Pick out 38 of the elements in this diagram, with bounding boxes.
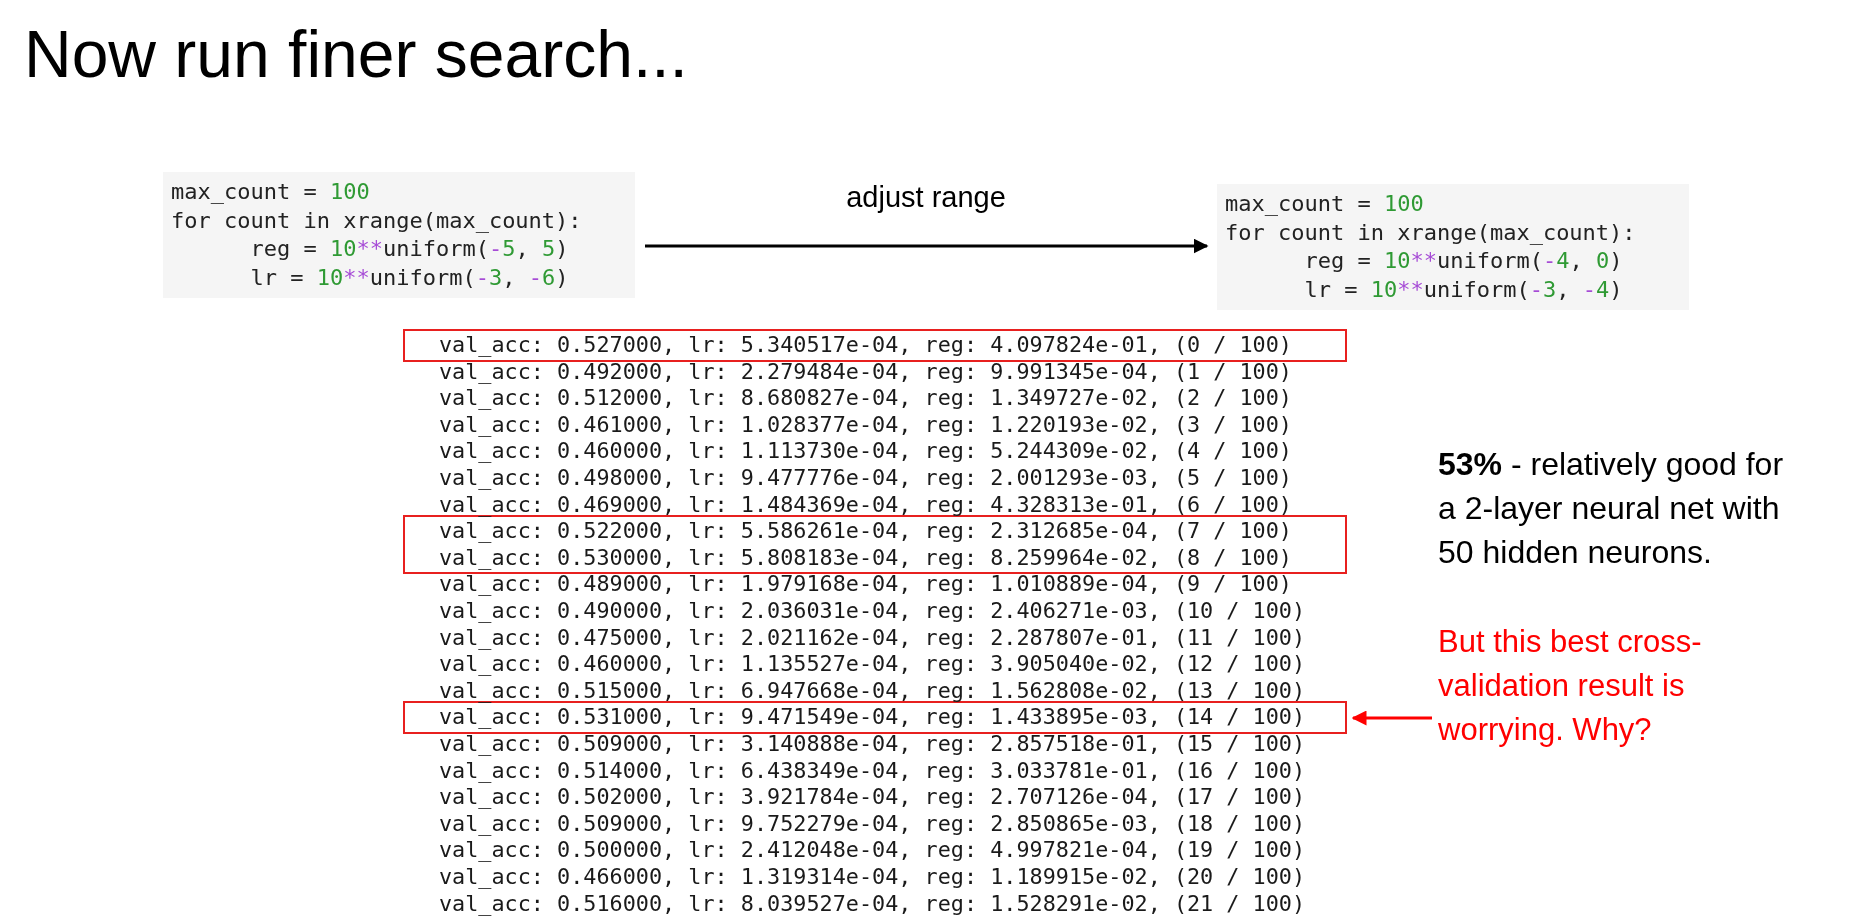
log-line: val_acc: 0.500000, lr: 2.412048e-04, reg: 4.997821e-04, (19 / 100) [439, 837, 1306, 864]
log-line: val_acc: 0.522000, lr: 5.586261e-04, reg: 2.312685e-04, (7 / 100) [439, 518, 1293, 545]
log-line: val_acc: 0.502000, lr: 3.921784e-04, reg: 2.707126e-04, (17 / 100) [439, 784, 1306, 811]
log-line: val_acc: 0.530000, lr: 5.808183e-04, reg: 8.259964e-02, (8 / 100) [439, 544, 1293, 572]
log-line: val_acc: 0.492000, lr: 2.279484e-04, reg: 9.991345e-04, (1 / 100) [439, 358, 1292, 386]
log-line: val_acc: 0.514000, lr: 6.438349e-04, reg: 3.033781e-01, (16 / 100) [439, 757, 1306, 785]
code-line: max_count = 100 [171, 178, 370, 206]
log-line: val_acc: 0.527000, lr: 5.340517e-04, reg: 4.097824e-01, (0 / 100) [439, 332, 1293, 359]
code-line: reg = 10**uniform(-5, 5) [249, 235, 569, 263]
log-line: val_acc: 0.466000, lr: 1.319314e-04, reg: 1.189915e-02, (20 / 100) [439, 864, 1306, 891]
slide-title: Now run finer search... [24, 16, 688, 93]
log-line: val_acc: 0.489000, lr: 1.979168e-04, reg: 1.010889e-04, (9 / 100) [439, 571, 1292, 598]
log-line: val_acc: 0.531000, lr: 9.471549e-04, reg: 1.433895e-03, (14 / 100) [439, 704, 1307, 731]
log-line: val_acc: 0.516000, lr: 8.039527e-04, reg: 1.528291e-02, (21 / 100) [439, 890, 1306, 918]
annotation-text: But this best cross-validation result is worrying. Why? [1438, 620, 1798, 752]
code-line: reg = 10**uniform(-4, 0) [1303, 247, 1623, 275]
log-line: val_acc: 0.490000, lr: 2.036031e-04, reg: 2.406271e-03, (10 / 100) [439, 598, 1306, 625]
log-line: val_acc: 0.512000, lr: 8.680827e-04, reg: 1.349727e-02, (2 / 100) [439, 385, 1292, 412]
log-line: val_acc: 0.469000, lr: 1.484369e-04, reg: 4.328313e-01, (6 / 100) [439, 491, 1292, 519]
code-line: for count in xrange(max_count): [1225, 218, 1636, 247]
code-line: for count in xrange(max_count): [171, 206, 582, 235]
log-line: val_acc: 0.515000, lr: 6.947668e-04, reg: 1.562808e-02, (13 / 100) [439, 677, 1306, 705]
log-line: val_acc: 0.461000, lr: 1.028377e-04, reg: 1.220193e-02, (3 / 100) [439, 411, 1292, 439]
log-line: val_acc: 0.509000, lr: 3.140888e-04, reg: 2.857518e-01, (15 / 100) [439, 731, 1306, 758]
log-line: val_acc: 0.498000, lr: 9.477776e-04, reg: 2.001293e-03, (5 / 100) [439, 465, 1292, 492]
arrow [1351, 710, 1432, 726]
code-line: max_count = 100 [1225, 190, 1424, 218]
highlight-box [403, 701, 1347, 734]
code-line: lr = 10**uniform(-3, -4) [1303, 275, 1623, 304]
code-line: lr = 10**uniform(-3, -6) [249, 263, 569, 292]
annotation-text: 53% - relatively good for a 2-layer neural net with 50 hidden neurons. [1438, 445, 1785, 572]
log-line: val_acc: 0.460000, lr: 1.135527e-04, reg: 3.905040e-02, (12 / 100) [439, 651, 1306, 678]
highlight-box [403, 329, 1347, 362]
log-line: val_acc: 0.475000, lr: 2.021162e-04, reg: 2.287807e-01, (11 / 100) [439, 624, 1306, 652]
log-line: val_acc: 0.509000, lr: 9.752279e-04, reg: 2.850865e-03, (18 / 100) [439, 810, 1306, 838]
arrow [645, 238, 1209, 254]
log-line: val_acc: 0.460000, lr: 1.113730e-04, reg: 5.244309e-02, (4 / 100) [439, 438, 1292, 465]
highlight-box [403, 515, 1347, 575]
